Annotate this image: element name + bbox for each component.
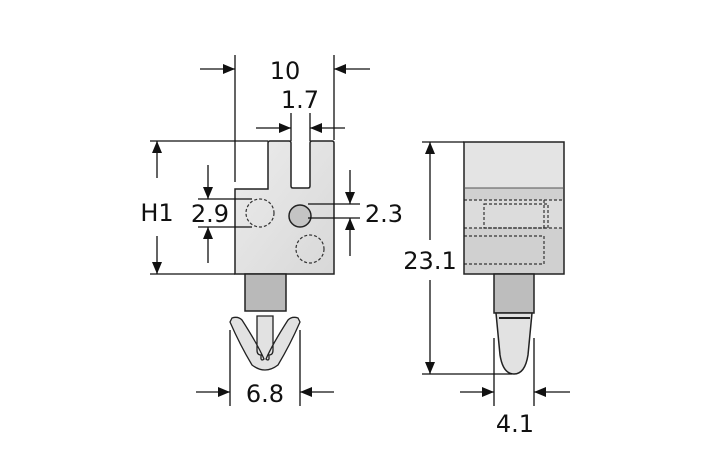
hole-solid	[288, 204, 312, 228]
front-view: 10 1.7 H1 2.9 2.3 6.8	[140, 55, 403, 408]
dim-width-label: 10	[270, 57, 301, 85]
side-stem	[493, 273, 535, 314]
dim-hole-left-label: 2.9	[191, 200, 229, 228]
front-stem	[244, 273, 287, 312]
dim-hole-right-label: 2.3	[365, 200, 403, 228]
dim-clip-width-label: 6.8	[246, 380, 284, 408]
hidden-cavity	[464, 235, 545, 265]
dim-height-label: H1	[140, 199, 173, 227]
dim-total-height-label: 23.1	[403, 247, 456, 275]
dim-tip-width-label: 4.1	[496, 410, 534, 438]
front-body	[234, 140, 335, 275]
clip-fingers	[229, 315, 301, 371]
side-tip	[495, 312, 533, 375]
dim-slot-label: 1.7	[281, 86, 319, 114]
side-view: 23.1 4.1	[403, 141, 570, 438]
hole-dashed-lower	[295, 234, 325, 264]
hole-dashed-left	[245, 198, 275, 228]
side-shade	[464, 200, 564, 228]
side-body-top	[464, 142, 564, 188]
